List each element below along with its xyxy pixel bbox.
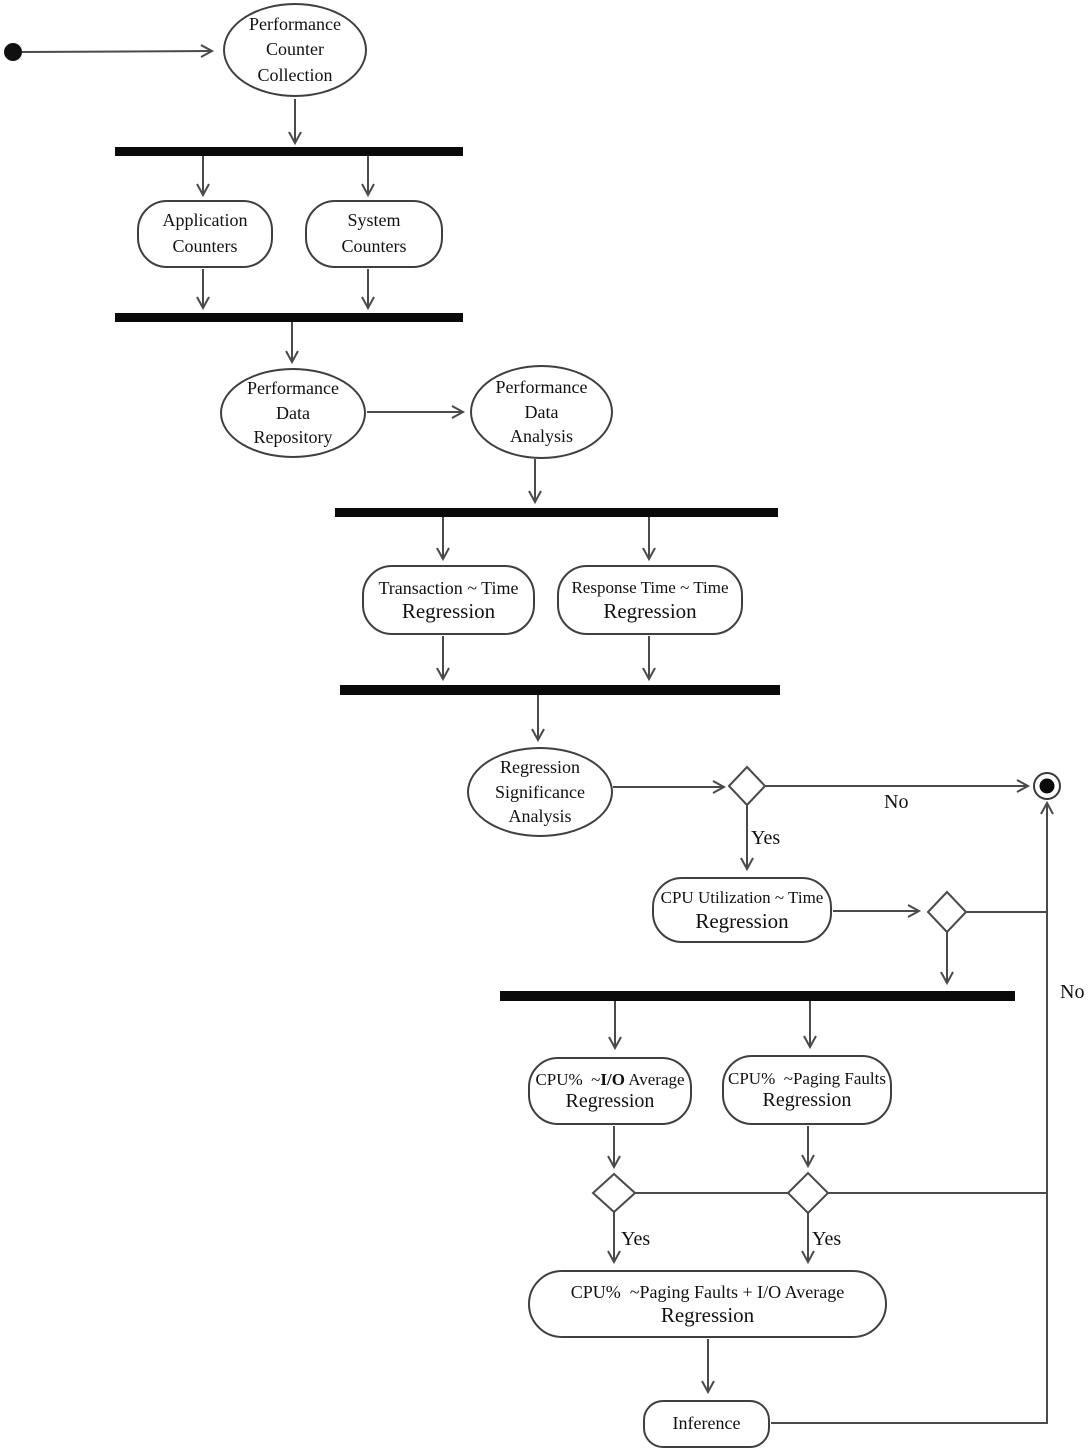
- activity-performance-data-analysis: Performance Data Analysis: [470, 365, 613, 459]
- edge-start-to-collection: [21, 44, 215, 58]
- decision-2: [926, 890, 968, 934]
- end-node-dot: [1039, 778, 1055, 794]
- label-decision1-yes: Yes: [751, 827, 781, 849]
- fork-bar-1: [115, 147, 463, 156]
- activity-label: Application Counters: [162, 210, 248, 256]
- activity-label: Performance Data Analysis: [495, 376, 588, 447]
- activity-label-line2: Regression: [660, 1303, 755, 1328]
- activity-cpu-paging-faults-regression: CPU% ~Paging Faults Regression: [722, 1055, 892, 1125]
- activity-performance-counter-collection: Performance Counter Collection: [223, 3, 367, 97]
- label-decision1-no: No: [884, 791, 909, 813]
- activity-label: Regression Significance Analysis: [495, 756, 585, 827]
- activity-label-line1: CPU% ~Paging Faults + I/O Average: [570, 1281, 845, 1302]
- activity-system-counters: System Counters: [305, 200, 443, 268]
- activity-cpu-combined-regression: CPU% ~Paging Faults + I/O Average Regres…: [528, 1270, 887, 1338]
- label-segment: Average: [624, 1069, 685, 1089]
- activity-label-line2: Regression: [695, 908, 789, 933]
- activity-performance-data-repository: Performance Data Repository: [220, 368, 366, 458]
- activity-label: System Counters: [341, 210, 407, 256]
- label-decision3-yes: Yes: [621, 1228, 651, 1250]
- activity-label: Inference: [672, 1413, 741, 1434]
- label-segment: CPU% ~: [535, 1069, 601, 1089]
- activity-label-line1: CPU% ~Paging Faults: [728, 1068, 886, 1088]
- activity-label-line1: CPU% ~I/O Average: [535, 1069, 684, 1090]
- join-bar-2: [340, 685, 780, 695]
- activity-application-counters: Application Counters: [137, 200, 273, 268]
- fork-bar-3: [500, 991, 1015, 1001]
- activity-label-line2: Regression: [762, 1089, 852, 1112]
- activity-label-line2: Regression: [565, 1090, 655, 1113]
- activity-label-line1: CPU Utilization ~ Time: [660, 888, 824, 908]
- label-decision4-yes: Yes: [812, 1228, 842, 1250]
- activity-cpu-io-average-regression: CPU% ~I/O Average Regression: [528, 1057, 692, 1125]
- activity-label: Performance Counter Collection: [249, 13, 341, 85]
- decision-4: [786, 1171, 830, 1215]
- activity-cpu-utilization-time-regression: CPU Utilization ~ Time Regression: [652, 877, 832, 943]
- decision-3: [591, 1172, 637, 1214]
- label-decision2-no: No: [1060, 981, 1085, 1003]
- activity-regression-significance-analysis: Regression Significance Analysis: [467, 747, 613, 837]
- activity-label-line2: Regression: [603, 598, 697, 623]
- decision-1: [727, 765, 767, 807]
- activity-label-line1: Transaction ~ Time: [378, 577, 519, 598]
- activity-transaction-time-regression: Transaction ~ Time Regression: [362, 565, 535, 635]
- activity-label: Performance Data Repository: [247, 377, 339, 448]
- activity-inference: Inference: [643, 1400, 770, 1448]
- fork-bar-2: [335, 508, 778, 517]
- join-bar-1: [115, 313, 463, 322]
- start-node: [4, 43, 22, 61]
- activity-response-time-regression: Response Time ~ Time Regression: [557, 565, 743, 635]
- activity-label-line2: Regression: [401, 599, 496, 624]
- activity-label-line1: Response Time ~ Time: [571, 578, 729, 598]
- edge-inference-to-end: [771, 800, 1054, 1424]
- label-segment-bold: I/O: [600, 1069, 625, 1089]
